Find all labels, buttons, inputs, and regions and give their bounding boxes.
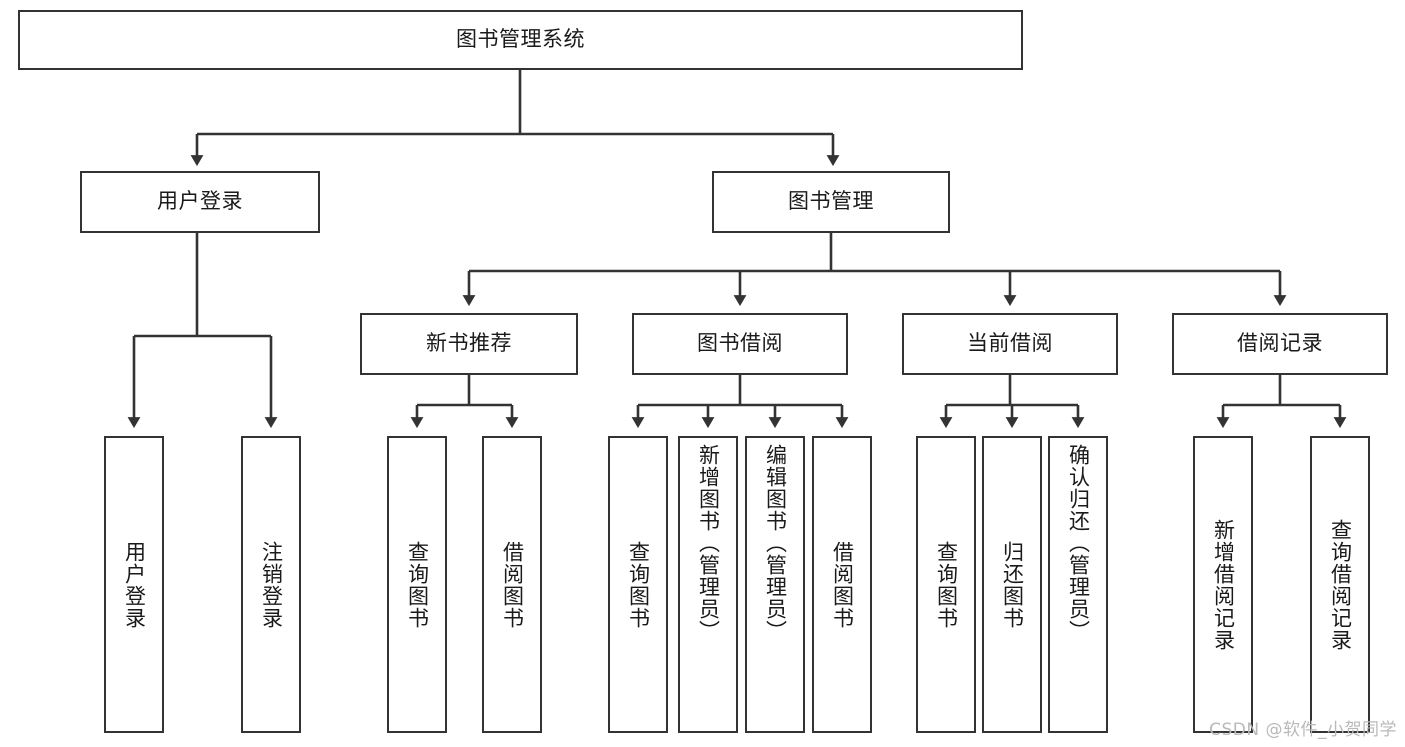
node-book-borrow-label: 图书借阅 bbox=[697, 331, 783, 356]
node-leaf-user-logout-label: 注销登录 bbox=[259, 540, 284, 629]
node-leaf-user-login[interactable]: 用户登录 bbox=[104, 436, 164, 733]
node-leaf-confirm-return[interactable]: 确认归还（管理员） bbox=[1048, 436, 1108, 733]
node-leaf-user-logout[interactable]: 注销登录 bbox=[241, 436, 301, 733]
node-borrow-record[interactable]: 借阅记录 bbox=[1172, 313, 1388, 375]
node-user-login[interactable]: 用户登录 bbox=[80, 171, 320, 233]
node-new-book-rec[interactable]: 新书推荐 bbox=[360, 313, 578, 375]
node-book-manage-label: 图书管理 bbox=[788, 189, 874, 214]
node-leaf-edit-book-label: 编辑图书（管理员） bbox=[763, 444, 788, 642]
node-leaf-query-book-2-label: 查询图书 bbox=[626, 540, 651, 629]
node-user-login-label: 用户登录 bbox=[157, 189, 243, 214]
csdn-watermark: CSDN @软件_小贺同学 bbox=[1209, 720, 1397, 740]
node-root-label: 图书管理系统 bbox=[456, 27, 585, 52]
node-leaf-confirm-return-label: 确认归还（管理员） bbox=[1066, 444, 1091, 642]
node-leaf-query-book-1-label: 查询图书 bbox=[405, 540, 430, 629]
node-leaf-borrow-book-1-label: 借阅图书 bbox=[500, 540, 525, 629]
node-leaf-add-record[interactable]: 新增借阅记录 bbox=[1193, 436, 1253, 733]
node-leaf-query-book-1[interactable]: 查询图书 bbox=[387, 436, 447, 733]
node-root[interactable]: 图书管理系统 bbox=[18, 10, 1023, 70]
node-leaf-query-record[interactable]: 查询借阅记录 bbox=[1310, 436, 1370, 733]
node-leaf-add-book-label: 新增图书（管理员） bbox=[696, 444, 721, 642]
node-leaf-return-book[interactable]: 归还图书 bbox=[982, 436, 1042, 733]
node-leaf-query-book-3[interactable]: 查询图书 bbox=[916, 436, 976, 733]
node-current-borrow-label: 当前借阅 bbox=[967, 331, 1053, 356]
node-leaf-add-record-label: 新增借阅记录 bbox=[1211, 518, 1236, 651]
node-book-manage[interactable]: 图书管理 bbox=[712, 171, 950, 233]
node-leaf-edit-book[interactable]: 编辑图书（管理员） bbox=[745, 436, 805, 733]
node-book-borrow[interactable]: 图书借阅 bbox=[632, 313, 848, 375]
node-current-borrow[interactable]: 当前借阅 bbox=[902, 313, 1118, 375]
node-leaf-query-record-label: 查询借阅记录 bbox=[1328, 518, 1353, 651]
node-leaf-borrow-book-1[interactable]: 借阅图书 bbox=[482, 436, 542, 733]
node-leaf-add-book[interactable]: 新增图书（管理员） bbox=[678, 436, 738, 733]
node-leaf-query-book-2[interactable]: 查询图书 bbox=[608, 436, 668, 733]
node-new-book-rec-label: 新书推荐 bbox=[426, 331, 512, 356]
node-leaf-borrow-book-2[interactable]: 借阅图书 bbox=[812, 436, 872, 733]
node-leaf-return-book-label: 归还图书 bbox=[1000, 540, 1025, 629]
node-leaf-query-book-3-label: 查询图书 bbox=[934, 540, 959, 629]
node-leaf-borrow-book-2-label: 借阅图书 bbox=[830, 540, 855, 629]
node-leaf-user-login-label: 用户登录 bbox=[122, 540, 147, 629]
node-borrow-record-label: 借阅记录 bbox=[1237, 331, 1323, 356]
